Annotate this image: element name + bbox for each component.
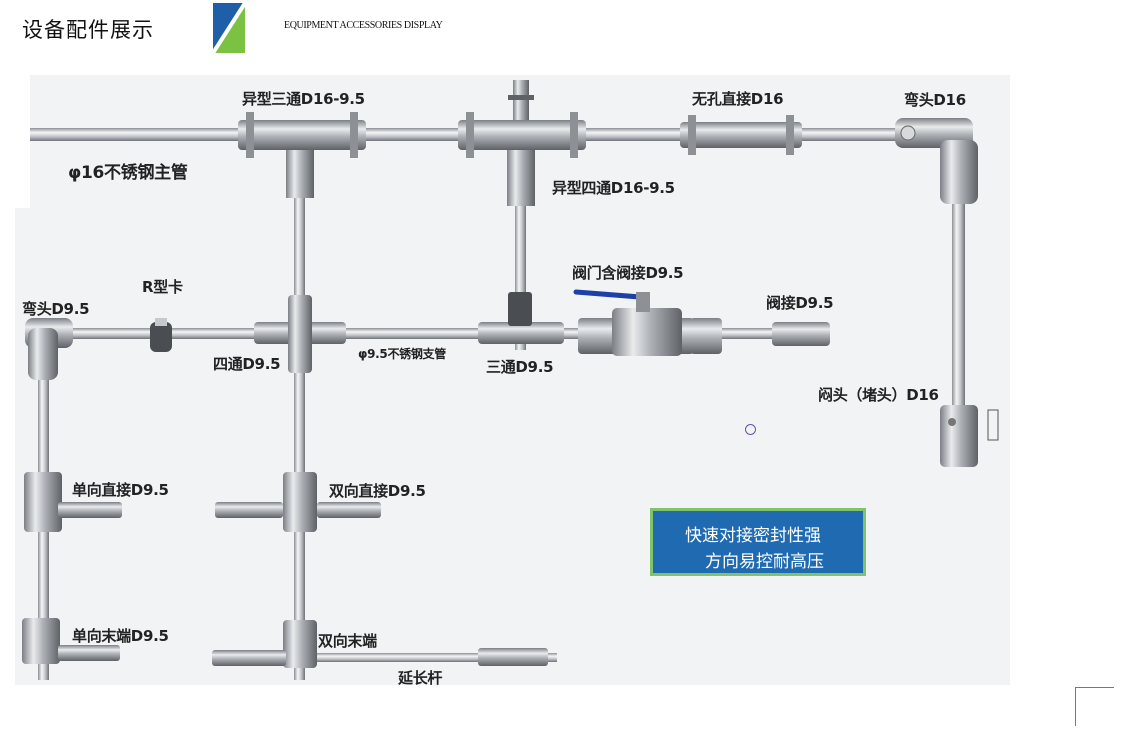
brand-logo <box>213 3 245 53</box>
plug-label: 闷头（堵头）D16 <box>818 386 939 404</box>
straight-no-hole-label: 无孔直接D16 <box>692 90 784 108</box>
extension-rod-label: 延长杆 <box>398 669 443 687</box>
pipe-assembly-photo <box>15 75 1010 685</box>
main-pipe-label: φ16不锈钢主管 <box>68 163 188 183</box>
circle-marker <box>745 424 756 435</box>
one-way-straight-label: 单向直接D9.5 <box>72 481 169 499</box>
two-way-straight-label: 双向直接D9.5 <box>329 482 426 500</box>
one-way-end-label: 单向末端D9.5 <box>72 627 169 645</box>
special-cross-label: 异型四通D16-9.5 <box>552 179 675 197</box>
special-tee-label: 异型三通D16-9.5 <box>242 90 365 108</box>
page-corner-mark <box>1075 687 1114 726</box>
valve-label: 阀门含阀接D9.5 <box>572 264 684 282</box>
callout-line-1: 快速对接密封性强 <box>685 526 821 546</box>
elbow-d95-label: 弯头D9.5 <box>22 300 90 318</box>
page-title: 设备配件展示 <box>22 18 154 42</box>
feature-callout: 快速对接密封性强 方向易控耐高压 <box>650 508 866 576</box>
cross-d95-label: 四通D9.5 <box>213 355 281 373</box>
two-way-end-label: 双向末端 <box>318 632 377 650</box>
page-subtitle: EQUIPMENT ACCESSORIES DISPLAY <box>284 20 443 31</box>
elbow-d16-label: 弯头D16 <box>904 91 966 109</box>
callout-line-2: 方向易控耐高压 <box>705 552 824 572</box>
r-clip-label: R型卡 <box>142 278 183 296</box>
tee-d95-label: 三通D9.5 <box>486 358 554 376</box>
valve-joint-label: 阀接D9.5 <box>766 294 834 312</box>
branch-pipe-label: φ9.5不锈钢支管 <box>358 347 446 361</box>
